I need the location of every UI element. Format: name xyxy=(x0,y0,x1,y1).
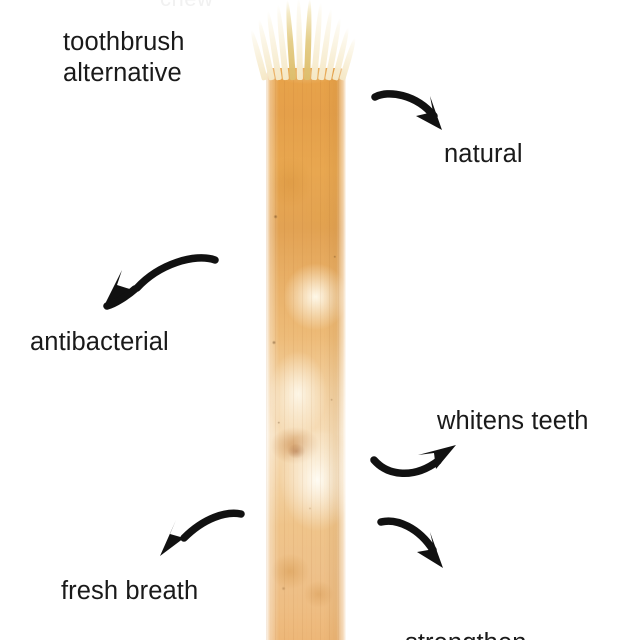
chew-stick-grain xyxy=(266,68,346,640)
label-strengthen: strengthen teeth xyxy=(405,597,527,640)
chew-stick-bristle-tip xyxy=(248,0,358,81)
arrow-to-natural xyxy=(371,88,482,148)
chew-stick-body xyxy=(266,68,346,640)
chew-stick-speckles xyxy=(266,68,346,640)
arrow-to-strengthen xyxy=(377,512,477,572)
label-toothbrush-alternative: toothbrush alternative xyxy=(63,28,185,87)
top-cut-text: chew xyxy=(160,0,213,12)
label-strengthen-line1: strengthen xyxy=(405,629,527,640)
label-antibacterial: antibacterial xyxy=(30,328,169,356)
label-whitens-teeth: whitens teeth xyxy=(437,407,589,435)
label-natural: natural xyxy=(444,140,523,168)
arrow-to-fresh-breath xyxy=(146,508,246,564)
chew-stick-tip-shadow xyxy=(262,58,350,84)
arrow-to-whitens-teeth xyxy=(370,443,475,487)
label-fresh-breath: fresh breath xyxy=(61,577,199,605)
arrow-to-antibacterial xyxy=(93,252,219,314)
